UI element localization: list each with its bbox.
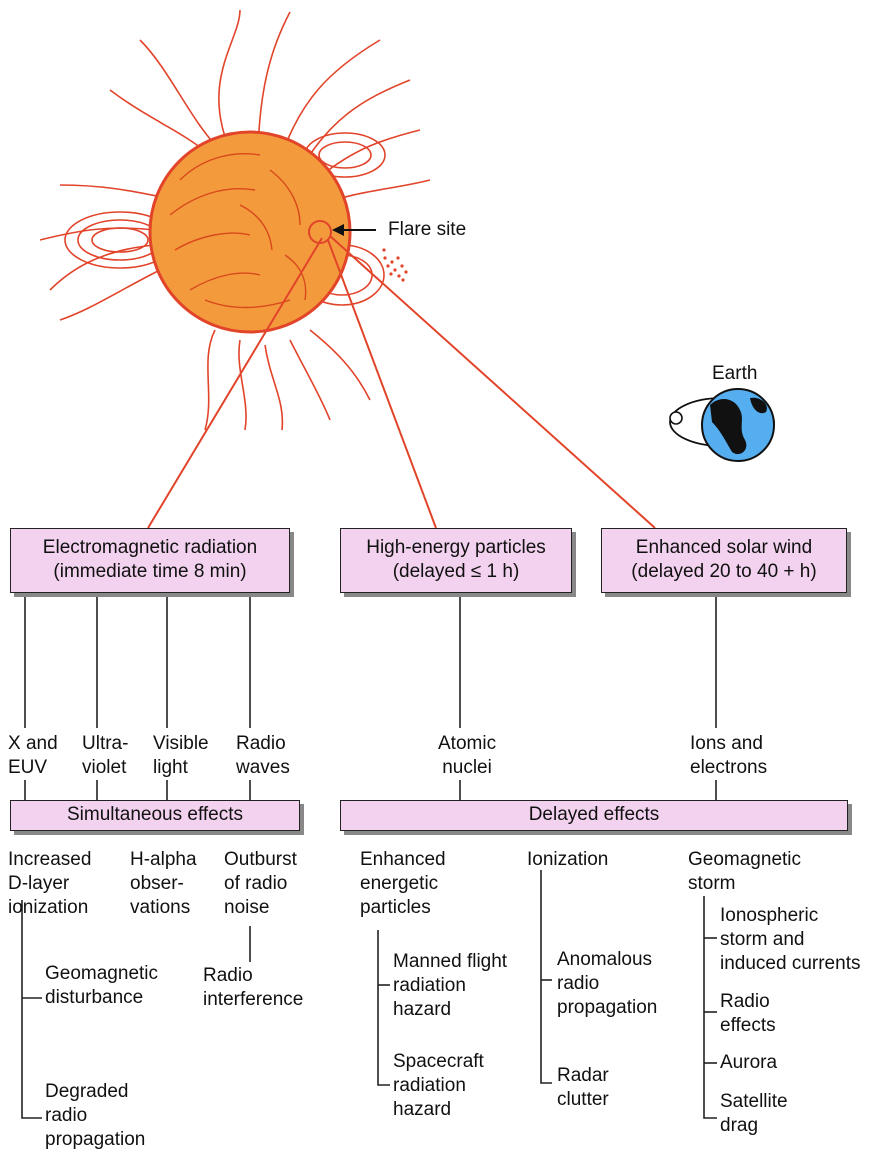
radio-interference-label: Radio interference bbox=[203, 964, 303, 1012]
sun bbox=[150, 132, 350, 332]
d-layer-ionization-label: Increased D-layer ionization bbox=[8, 848, 91, 920]
visible-light-label: Visible light bbox=[153, 732, 209, 780]
radio-effects-label: Radio effects bbox=[720, 990, 776, 1038]
spacecraft-hazard-label: Spacecraft radiation hazard bbox=[393, 1050, 484, 1122]
earth-label: Earth bbox=[712, 362, 757, 386]
earth-globe bbox=[670, 389, 774, 461]
enhanced-solar-wind-box: Enhanced solar wind (delayed 20 to 40 + … bbox=[601, 528, 847, 593]
geomagnetic-disturbance-label: Geomagnetic disturbance bbox=[45, 962, 158, 1010]
electromagnetic-radiation-box: Electromagnetic radiation (immediate tim… bbox=[10, 528, 290, 593]
aurora-label: Aurora bbox=[720, 1051, 777, 1075]
radar-clutter-label: Radar clutter bbox=[557, 1064, 609, 1112]
ions-electrons-label: Ions and electrons bbox=[690, 732, 767, 780]
radio-waves-label: Radio waves bbox=[236, 732, 290, 780]
ionization-label: Ionization bbox=[527, 848, 608, 872]
high-energy-particles-box: High-energy particles (delayed ≤ 1 h) bbox=[340, 528, 572, 593]
delayed-effects-bar: Delayed effects bbox=[340, 800, 848, 831]
satellite-drag-label: Satellite drag bbox=[720, 1090, 788, 1138]
degraded-radio-propagation-label: Degraded radio propagation bbox=[45, 1080, 145, 1152]
particle-cloud bbox=[382, 248, 407, 281]
geomagnetic-storm-label: Geomagnetic storm bbox=[688, 848, 801, 896]
ultraviolet-label: Ultra- violet bbox=[82, 732, 128, 780]
anomalous-radio-propagation-label: Anomalous radio propagation bbox=[557, 948, 657, 1020]
ionospheric-storm-label: Ionospheric storm and induced currents bbox=[720, 904, 860, 976]
simultaneous-effects-bar: Simultaneous effects bbox=[10, 800, 300, 831]
flare-site-label: Flare site bbox=[388, 218, 466, 242]
atomic-nuclei-label: Atomic nuclei bbox=[438, 732, 496, 780]
manned-flight-hazard-label: Manned flight radiation hazard bbox=[393, 950, 507, 1022]
h-alpha-observations-label: H-alpha obser- vations bbox=[130, 848, 197, 920]
enhanced-energetic-particles-label: Enhanced energetic particles bbox=[360, 848, 446, 920]
xray-euv-label: X and EUV bbox=[8, 732, 58, 780]
outburst-radio-noise-label: Outburst of radio noise bbox=[224, 848, 297, 920]
